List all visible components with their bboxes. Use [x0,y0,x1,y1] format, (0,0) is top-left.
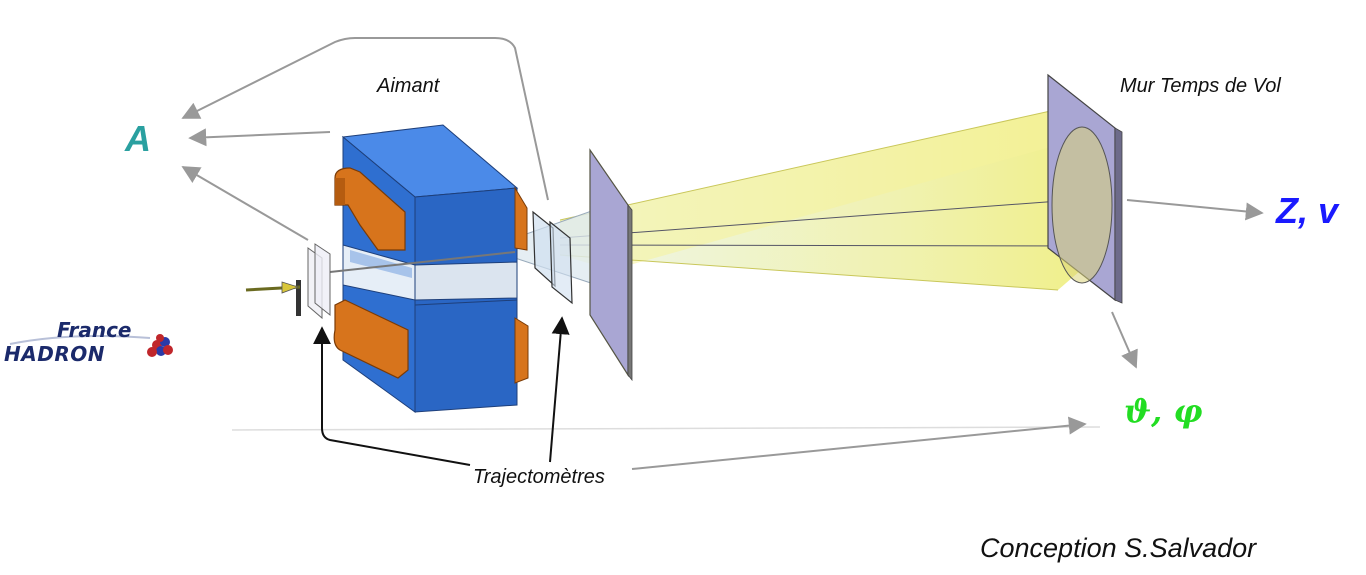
france-hadron-atom-icon [147,334,173,357]
floor-line [231,426,1101,431]
logo-line1: France [57,318,132,342]
magnet-label: Aimant [377,75,440,97]
arrow-magnet-to-A [188,128,331,147]
charge-velocity-label: Z, v [1276,190,1339,231]
angles-label: ϑ, φ [1124,392,1203,430]
arrow-tof-to-angles [1111,311,1138,369]
france-hadron-logo: France HADRON [4,318,176,374]
magnet [329,124,519,413]
arrow-label-to-front-trajectometer [313,326,471,466]
arrow-trajectometers-to-angles [631,416,1087,470]
trajectometers-label: Trajectomètres [473,466,605,488]
logo-swoosh [9,335,151,345]
arrow-tof-to-Zv [1126,199,1264,221]
trajectometers-rear [532,210,573,305]
tof-wall [1047,73,1123,304]
mass-quantity-label: A [125,118,151,159]
logo-line2: HADRON [4,342,105,366]
magnet-coils [333,167,529,384]
beam-cone [559,109,1110,291]
arrow-label-to-rear-trajectometer [549,316,570,463]
tof-wall-label: Mur Temps de Vol [1120,75,1281,97]
trajectometers-front [245,243,331,320]
intermediate-panel [589,148,629,378]
credit-label: Conception S.Salvador [980,533,1257,563]
arrow-front-to-A [181,166,309,241]
arrow-trajectometer-to-A [181,37,549,201]
